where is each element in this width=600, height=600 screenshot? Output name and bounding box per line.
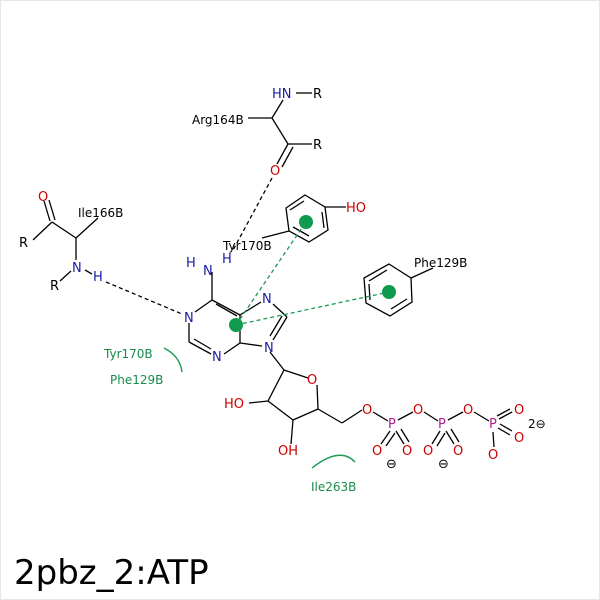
phosphate-o10-label: O xyxy=(488,448,498,463)
phe129-residue-label: Phe129B xyxy=(414,256,467,270)
ribose-ho-label: HO xyxy=(224,397,244,412)
ile166-fragment: O R N H R Ile166B xyxy=(19,190,123,294)
phosphate-o5-label: O xyxy=(423,444,433,459)
tyr170-residue-label: Tyr170B xyxy=(222,239,272,253)
ile166-r1-label: R xyxy=(19,236,28,251)
pi-stack-phe129 xyxy=(235,291,390,326)
adenine-n1-label: N xyxy=(184,311,194,326)
phosphate-o6-label: O xyxy=(453,444,463,459)
hydrophobic-label-phe129: Phe129B xyxy=(110,373,163,387)
phosphate-p-gamma: P xyxy=(489,417,497,432)
ribose: O HO OH xyxy=(224,369,363,459)
adenine-n9-label: N xyxy=(264,341,274,356)
phosphate-p-beta: P xyxy=(438,417,446,432)
ribose-oh-label: OH xyxy=(278,444,298,459)
ile166-residue-label: Ile166B xyxy=(78,206,123,220)
arg164-fragment: HN R R O Arg164B xyxy=(192,87,322,179)
ile166-h-label: H xyxy=(93,270,103,285)
phosphate-o4-label: O xyxy=(413,403,423,418)
arg164-r1-label: R xyxy=(313,87,322,102)
arg164-o-label: O xyxy=(270,164,280,179)
hydrophobic-arc-ile263 xyxy=(311,454,356,469)
adenine-amino-n-label: N xyxy=(203,264,213,279)
phosphate-charge2: ⊖ xyxy=(438,457,449,472)
phosphate-o7-label: O xyxy=(463,403,473,418)
adenine-amino-h-label: H xyxy=(186,256,196,271)
arg164-residue-label: Arg164B xyxy=(192,113,244,127)
diagram-title: 2pbz_2:ATP xyxy=(14,553,209,593)
phosphate-charge3: 2⊖ xyxy=(528,417,546,431)
hydrophobic-arc-tyr170-phe129 xyxy=(163,347,183,373)
adenine: H N H N N N N xyxy=(184,252,288,371)
phosphate-o3-label: O xyxy=(402,444,412,459)
tyr170-ring: HO Tyr170B xyxy=(222,194,366,253)
hydrophobic-label-tyr170: Tyr170B xyxy=(103,347,153,361)
phosphate-charge1: ⊖ xyxy=(386,457,397,472)
hbond-ile166-n1 xyxy=(105,281,183,315)
tyr170-ho-label: HO xyxy=(346,201,366,216)
pi-stack-tyr170 xyxy=(235,221,307,326)
ile166-r2-label: R xyxy=(50,279,59,294)
hbond-arg164-amino xyxy=(231,177,273,253)
adenine-n7-label: N xyxy=(262,292,272,307)
ribose-ring-o-label: O xyxy=(307,373,317,388)
phosphate-p-alpha: P xyxy=(388,417,396,432)
adenine-n3-label: N xyxy=(212,350,222,365)
phosphate-o8-label: O xyxy=(514,403,524,418)
ile166-o-label: O xyxy=(38,190,48,205)
arg164-hn-label: HN xyxy=(272,87,292,102)
hydrophobic-label-ile263: Ile263B xyxy=(311,480,356,494)
tyr170-ring-centroid xyxy=(299,215,313,229)
arg164-r2-label: R xyxy=(313,138,322,153)
phosphate-o2-label: O xyxy=(372,444,382,459)
triphosphate: O P O O ⊖ O P O O ⊖ O P O O O 2⊖ xyxy=(362,403,546,472)
adenine-amino-h2-label: H xyxy=(222,252,232,267)
phe129-ring: Phe129B xyxy=(363,256,467,317)
phosphate-o9-label: O xyxy=(514,431,524,446)
phosphate-o1-label: O xyxy=(362,403,372,418)
ile166-n-label: N xyxy=(72,261,82,276)
